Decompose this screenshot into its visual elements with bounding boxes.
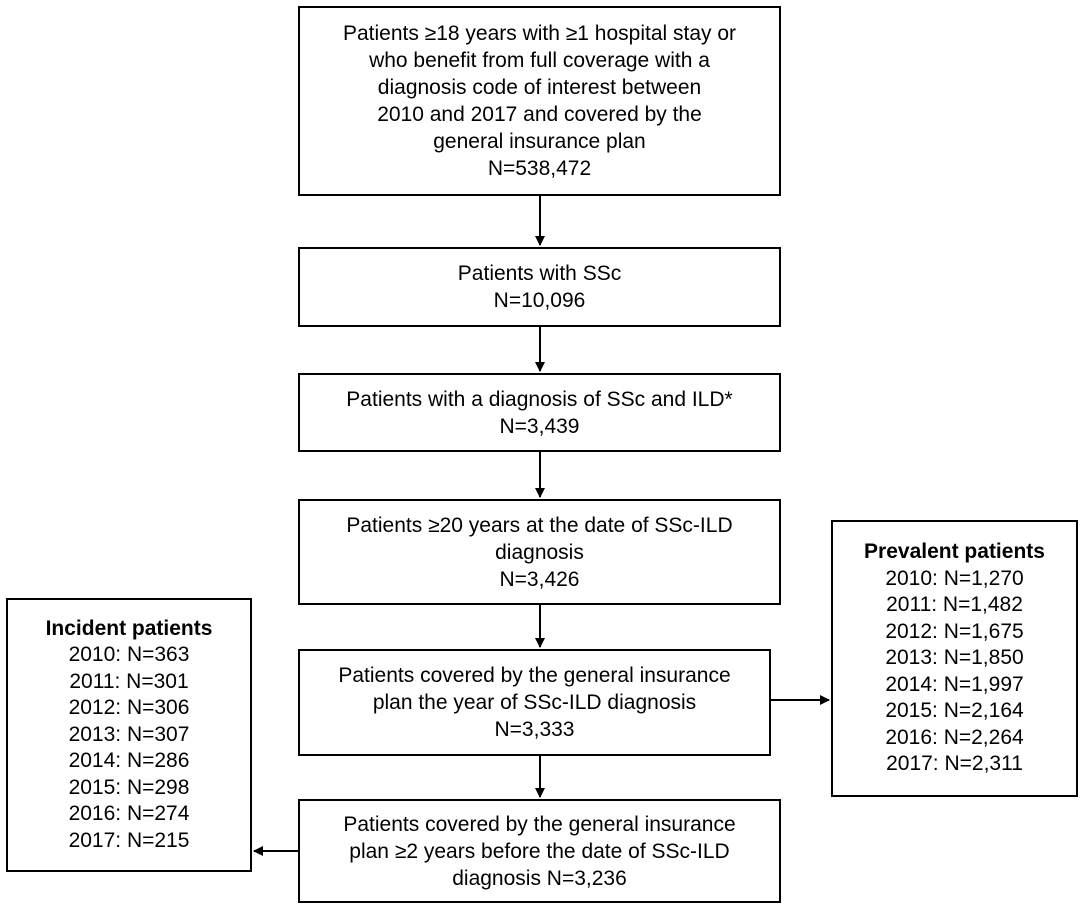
box4-line-1: Patients ≥20 years at the date of SSc-IL… [346,513,733,537]
flow-box-3: Patients with a diagnosis of SSc and ILD… [298,373,781,452]
flow-box-4: Patients ≥20 years at the date of SSc-IL… [298,499,781,605]
prevalent-row: 2010: N=1,270 [885,566,1024,590]
box5-line-2: plan the year of SSc-ILD diagnosis [372,691,697,714]
prevalent-row: 2017: N=2,311 [886,752,1023,776]
prevalent-row: 2015: N=2,164 [885,699,1024,723]
box6-line-1: Patients covered by the general insuranc… [343,812,736,836]
prevalent-row: 2012: N=1,675 [885,619,1024,643]
box4-line-2: diagnosis [495,540,584,564]
incident-row: 2016: N=274 [68,802,190,826]
box3-line-1: Patients with a diagnosis of SSc and ILD… [346,387,733,411]
incident-row: 2015: N=298 [68,775,190,799]
prevalent-row: 2013: N=1,850 [885,646,1024,670]
box2-line-2: N=10,096 [493,289,586,312]
prevalent-row: 2011: N=1,482 [886,593,1023,617]
box6-line-2: plan ≥2 years before the date of SSc-ILD [349,839,730,863]
box1-line-5: general insurance plan [433,130,646,153]
box5-line-1: Patients covered by the general insuranc… [338,664,731,687]
incident-row: 2017: N=215 [68,828,190,852]
flow-box-2: Patients with SSc N=10,096 [298,247,781,327]
incident-row: 2010: N=363 [68,643,190,667]
incident-row: 2012: N=306 [68,696,190,720]
incident-row: 2013: N=307 [68,722,190,746]
box1-line-3: diagnosis code of interest between [377,76,702,99]
box3-line-2: N=3,439 [499,414,580,438]
box2-line-1: Patients with SSc [457,262,622,285]
incident-row: 2011: N=301 [69,669,189,693]
box5-line-3: N=3,333 [494,718,575,741]
box1-line-2: who benefit from full coverage with a [369,49,710,72]
prevalent-title: Prevalent patients [864,540,1045,564]
prevalent-row: 2014: N=1,997 [885,672,1024,696]
incident-row: 2014: N=286 [68,749,190,773]
box1-line-4: 2010 and 2017 and covered by the [377,103,702,126]
incident-title: Incident patients [45,616,213,640]
prevalent-patients-box: Prevalent patients 2010: N=1,270 2011: N… [831,520,1078,797]
flow-box-6: Patients covered by the general insuranc… [298,799,781,903]
prevalent-row: 2016: N=2,264 [885,725,1024,749]
flow-box-1: Patients ≥18 years with ≥1 hospital stay… [298,6,781,196]
box6-line-3: diagnosis N=3,236 [452,866,627,890]
box4-line-3: N=3,426 [499,567,580,591]
incident-patients-box: Incident patients 2010: N=363 2011: N=30… [6,598,252,872]
box1-line-1: Patients ≥18 years with ≥1 hospital stay… [342,22,737,45]
flow-box-5: Patients covered by the general insuranc… [298,649,771,756]
box1-line-6: N=538,472 [487,157,592,180]
